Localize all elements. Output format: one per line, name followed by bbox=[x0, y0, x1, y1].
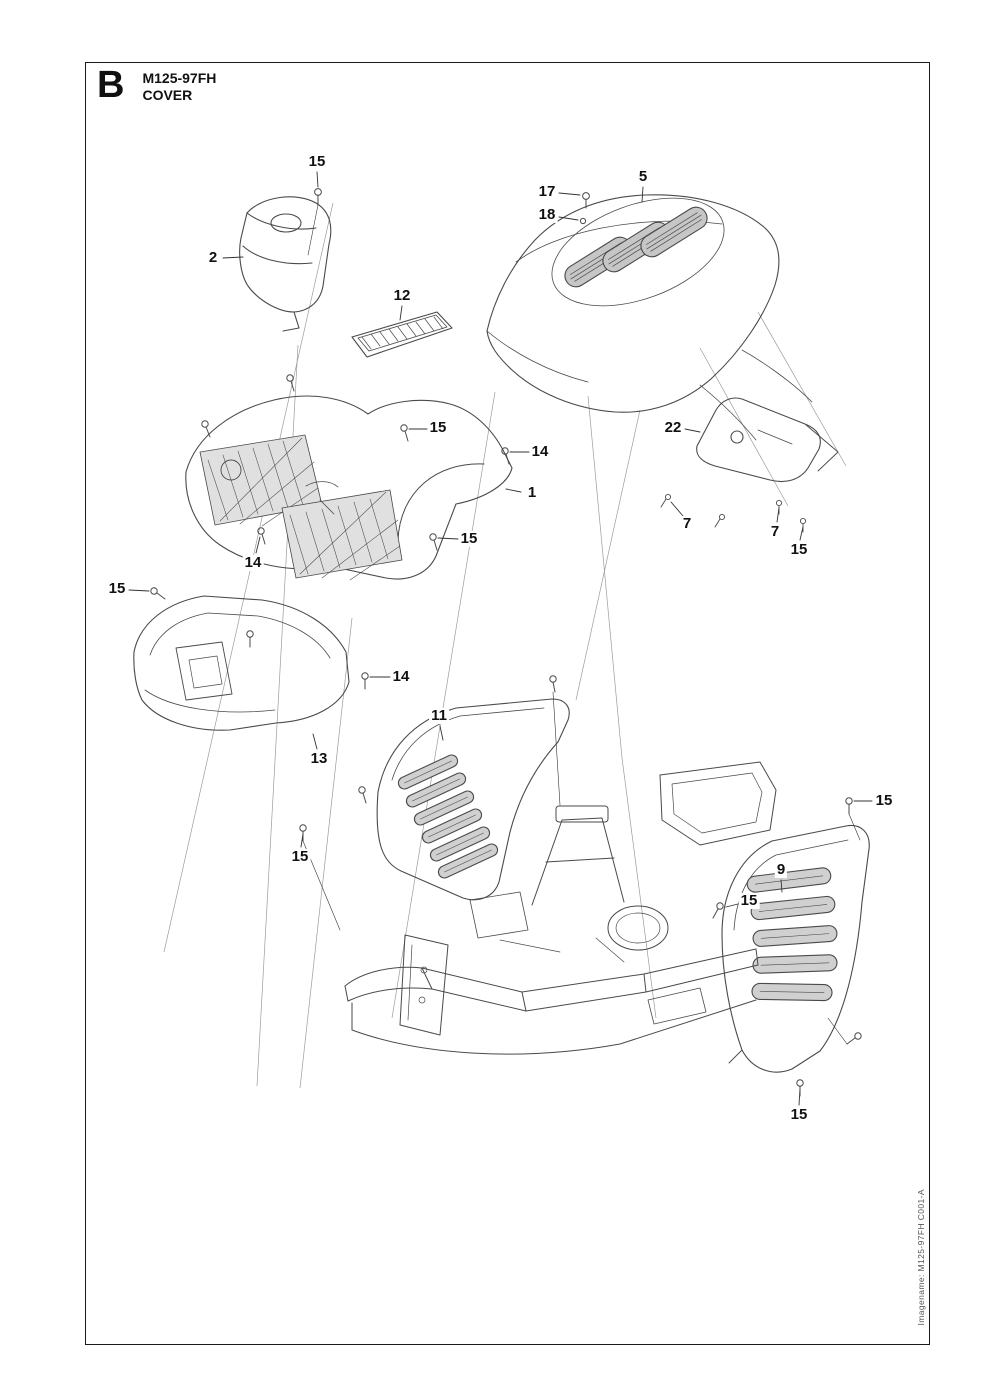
part-11-side-panel bbox=[376, 698, 570, 901]
part-2-tank-cover bbox=[239, 196, 332, 332]
section-letter: B bbox=[97, 64, 125, 106]
page-header: B M125-97FH COVER bbox=[97, 66, 216, 104]
part-13-front-frame bbox=[133, 595, 350, 731]
part-9-grille-panel bbox=[721, 824, 870, 1073]
part-5-hood bbox=[486, 194, 813, 441]
model-number: M125-97FH bbox=[142, 70, 217, 86]
grille-louvers bbox=[746, 867, 838, 1002]
side-panel-louvers bbox=[397, 754, 499, 879]
projection-lines bbox=[163, 202, 847, 1089]
page-title: COVER bbox=[142, 87, 193, 103]
part-22-bracket bbox=[696, 397, 839, 483]
part-1-fender-deck bbox=[185, 395, 513, 581]
hood-vents bbox=[564, 206, 708, 288]
image-name-vertical-text: Imagename: M125-97FH C001-A bbox=[916, 1188, 926, 1325]
header-titles: M125-97FH COVER bbox=[142, 66, 216, 104]
chassis-frame bbox=[344, 761, 777, 1055]
part-12-vent-grille bbox=[351, 311, 453, 358]
